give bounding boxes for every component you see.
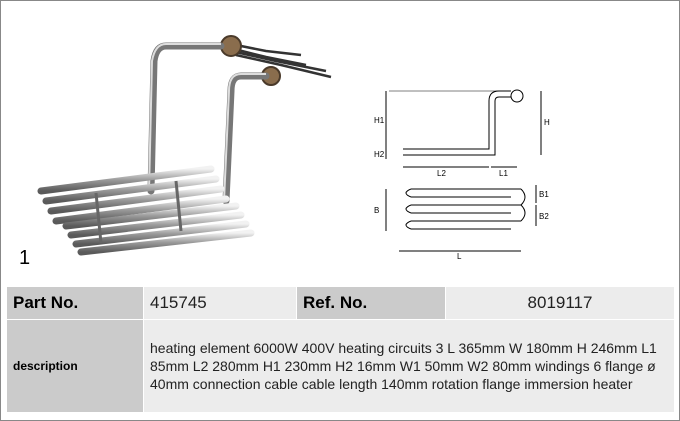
technical-drawing: H1 H2 H L2 L1 B B1 B2 L [374, 89, 550, 261]
ref-no-value: 8019117 [445, 286, 675, 320]
description-row: description heating element 6000W 400V h… [6, 319, 675, 413]
specs-table: Part No. 415745 Ref. No. 8019117 descrip… [6, 286, 675, 413]
label-b2: B2 [539, 212, 549, 221]
label-h2: H2 [374, 150, 385, 159]
label-b: B [374, 206, 379, 215]
label-l: L [457, 252, 462, 261]
figure-number: 1 [19, 247, 31, 269]
ref-no-label: Ref. No. [296, 286, 446, 320]
label-b1: B1 [539, 190, 549, 199]
part-no-label: Part No. [6, 286, 144, 320]
part-ref-row: Part No. 415745 Ref. No. 8019117 [6, 286, 675, 320]
label-l1: L1 [499, 169, 508, 178]
heating-element-photo [37, 35, 332, 256]
label-h: H [544, 118, 550, 127]
label-h1: H1 [374, 116, 385, 125]
description-label: description [6, 319, 144, 413]
product-image-area: H1 H2 H L2 L1 B B1 B2 L 1 [1, 1, 679, 284]
part-no-value: 415745 [143, 286, 297, 320]
description-value: heating element 6000W 400V heating circu… [143, 319, 675, 413]
label-l2: L2 [437, 169, 446, 178]
